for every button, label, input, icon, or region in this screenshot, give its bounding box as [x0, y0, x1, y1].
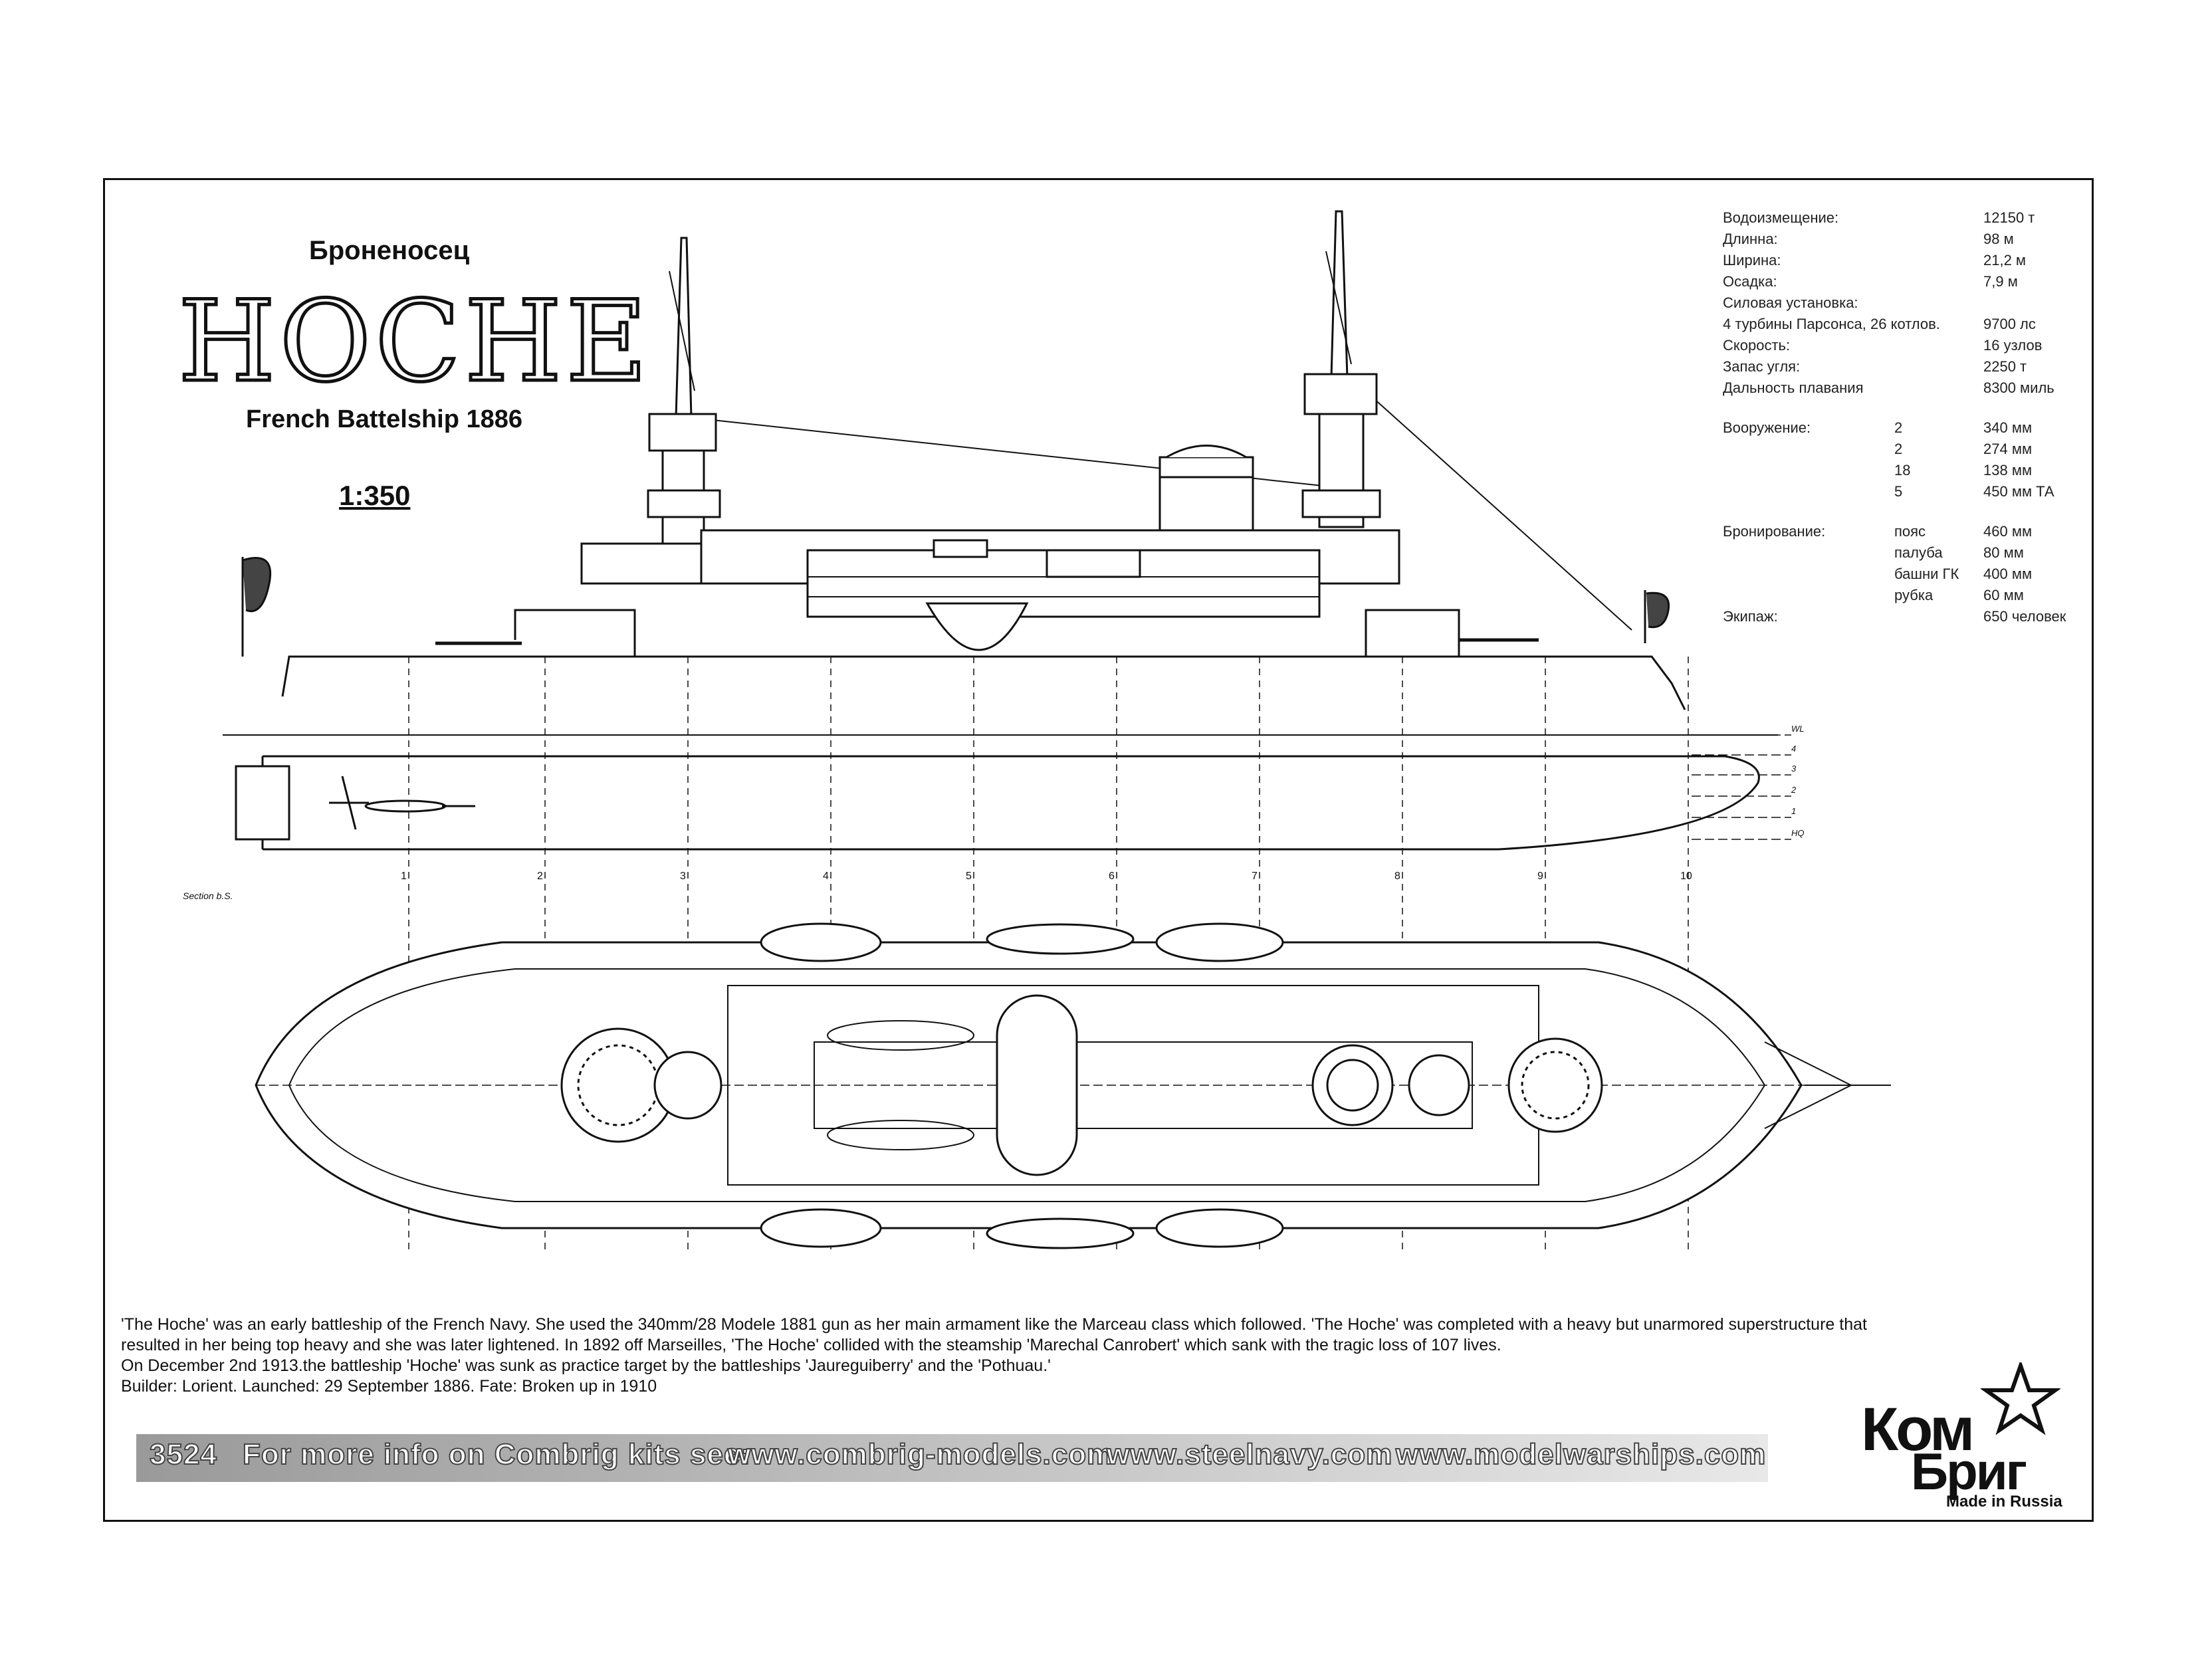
funnel: [1159, 445, 1254, 545]
waterline-label: 3: [1791, 764, 1797, 774]
frame-number: 8: [1394, 871, 1400, 882]
section-label: Section b.S.: [183, 891, 233, 901]
fore-mast: [647, 237, 721, 552]
frame-number: 6: [1109, 871, 1115, 882]
ship-drawing: Section b.S. 1 2 3 4 5 6 7 8 9 10 WL 4 3…: [183, 210, 1891, 1255]
frame-number: 9: [1537, 871, 1543, 882]
main-mast: [1301, 210, 1381, 528]
spec-row: Длинна:98 м: [1723, 231, 2014, 247]
waterlines: [1692, 734, 1791, 840]
banner-info-text: For more info on Combrig kits see:: [242, 1437, 751, 1471]
frame-number: 4: [823, 871, 829, 882]
logo-line-1: Ком: [1861, 1396, 1975, 1463]
spec-row: Водоизмещение:12150 т: [1723, 209, 2035, 226]
specs-table: Водоизмещение:12150 т Длинна:98 м Ширина…: [1723, 207, 2082, 627]
description-paragraph: Builder: Lorient. Launched: 29 September…: [121, 1377, 657, 1396]
scale-label: 1:350: [339, 480, 411, 511]
spec-row: Ширина:21,2 м: [1723, 252, 2027, 268]
frame-number: 7: [1252, 871, 1258, 882]
info-banner: 3524 For more info on Combrig kits see: …: [136, 1434, 1768, 1482]
description-paragraph: 'The Hoche' was an early battleship of t…: [121, 1315, 1867, 1354]
waterline-label: WL: [1791, 724, 1805, 734]
link-combrig[interactable]: www.combrig-models.com: [727, 1437, 1114, 1471]
kit-number: 3524: [149, 1437, 217, 1471]
frame-number: 5: [966, 871, 972, 882]
ship-type-title: Броненосец: [309, 236, 470, 265]
star-icon: [1981, 1362, 2060, 1435]
made-in-label: Made in Russia: [1946, 1493, 2062, 1511]
spec-row: Запас угля:2250 т: [1723, 358, 2027, 375]
waterline-label: 1: [1791, 806, 1796, 816]
crew-row: Экипаж:650 человек: [1723, 608, 2066, 625]
deck-plan: [255, 922, 1891, 1249]
logo-line-2: Бриг: [1911, 1442, 2027, 1501]
spec-row: Силовая установка:: [1723, 294, 1858, 311]
waterline-label: HQ: [1791, 828, 1805, 838]
frame-number: 3: [680, 871, 686, 882]
frame-number-labels: 1 2 3 4 5 6 7 8 9 10: [401, 871, 1692, 882]
waterline-labels: WL 4 3 2 1 HQ: [1791, 724, 1805, 838]
spec-row: 4 турбины Парсонса, 26 котлов.9700 лс: [1723, 316, 2036, 332]
link-modelwarships[interactable]: www.modelwarships.com: [1395, 1437, 1767, 1471]
frame-number: 10: [1680, 871, 1692, 882]
ship-tagline: French Battelship 1886: [246, 405, 523, 433]
waterline-label: 4: [1791, 744, 1796, 754]
frame-number: 2: [537, 871, 543, 882]
description-paragraph: On December 2nd 1913.the battleship 'Hoc…: [121, 1356, 1051, 1375]
ship-description: 'The Hoche' was an early battleship of t…: [121, 1314, 1902, 1397]
combrig-logo: Ком Бриг Made in Russia: [1848, 1362, 2087, 1515]
link-steelnavy[interactable]: www.steelnavy.com: [1106, 1437, 1393, 1471]
side-profile: [223, 210, 1791, 851]
frame-number: 1: [401, 871, 407, 882]
spec-row: Осадка:7,9 м: [1723, 273, 2018, 290]
spec-row: Скорость:16 узлов: [1723, 337, 2043, 354]
ship-name-title: HOCHE: [177, 276, 651, 407]
waterline-label: 2: [1791, 785, 1797, 795]
